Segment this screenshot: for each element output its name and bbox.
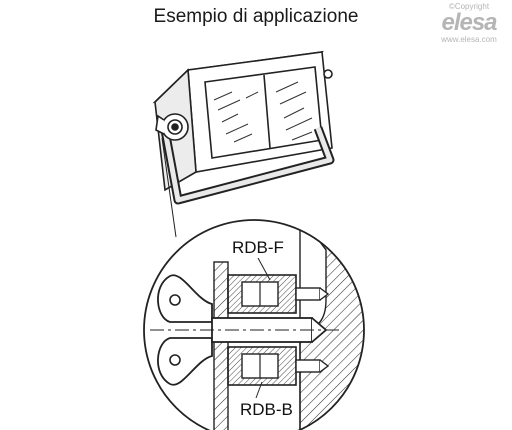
copyright-text: ©Copyright <box>448 2 490 11</box>
rdb-b-pointer <box>255 381 263 399</box>
brand-url: www.elesa.com <box>441 35 497 44</box>
label-rdb-f: RDB-F <box>232 238 284 257</box>
elesa-logo: elesa <box>441 9 497 36</box>
floodlight-illustration <box>152 50 335 205</box>
label-rdb-b: RDB-B <box>240 400 293 419</box>
page-title: Esempio di applicazione <box>153 6 359 27</box>
rdb-f-pointer <box>257 257 271 281</box>
glass-reflections <box>213 81 313 143</box>
brand-logo: ©Copyright elesa www.elesa.com <box>434 2 504 44</box>
leader-line <box>161 137 177 238</box>
detail-circle-outline <box>143 219 365 430</box>
detail-section <box>144 220 364 430</box>
